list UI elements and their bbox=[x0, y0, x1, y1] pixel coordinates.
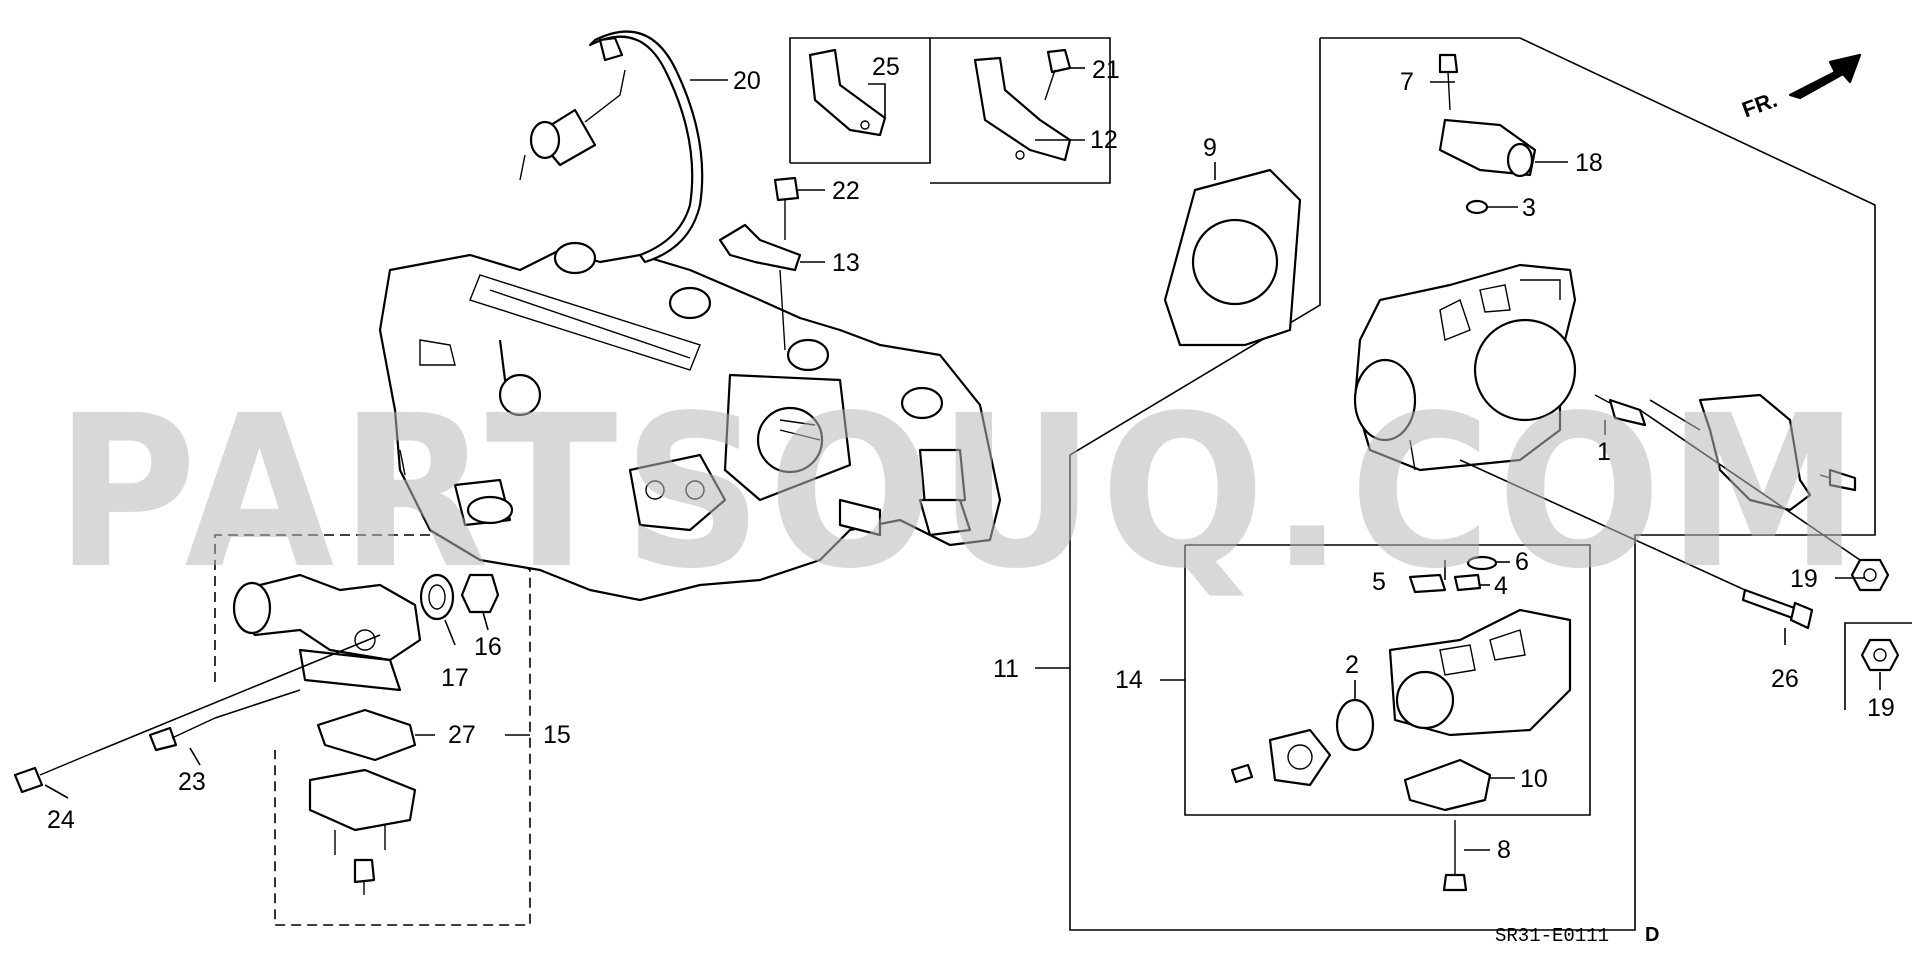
bolt-21 bbox=[1044, 48, 1072, 101]
callout-17[interactable]: 17 bbox=[441, 664, 469, 692]
callout-20[interactable]: 20 bbox=[733, 67, 761, 95]
callout-22[interactable]: 22 bbox=[832, 177, 860, 205]
callout-3[interactable]: 3 bbox=[1522, 194, 1536, 222]
callout-25[interactable]: 25 bbox=[872, 53, 900, 81]
callout-1[interactable]: 1 bbox=[1597, 438, 1611, 466]
callout-9[interactable]: 9 bbox=[1203, 134, 1217, 162]
watermark: PARTSOUQ.COM bbox=[55, 370, 1865, 615]
callout-2[interactable]: 2 bbox=[1345, 651, 1359, 679]
o-ring-3 bbox=[1465, 199, 1489, 215]
bracket-25 bbox=[808, 48, 887, 137]
bracket-12 bbox=[973, 56, 1072, 162]
screw-group-15 bbox=[353, 858, 376, 895]
callout-11[interactable]: 11 bbox=[993, 655, 1019, 683]
iac-valve-14 bbox=[1388, 608, 1572, 737]
sensor-18 bbox=[1438, 118, 1537, 178]
callout-6[interactable]: 6 bbox=[1515, 548, 1529, 576]
bracket-13 bbox=[718, 223, 802, 351]
callout-26[interactable]: 26 bbox=[1771, 665, 1799, 693]
callout-21[interactable]: 21 bbox=[1092, 56, 1120, 84]
gasket-4 bbox=[1453, 573, 1482, 592]
nut-16 bbox=[460, 573, 500, 614]
o-ring-6 bbox=[1466, 555, 1498, 571]
gasket-5 bbox=[1408, 573, 1447, 594]
bolt-24 bbox=[13, 751, 96, 794]
callout-4[interactable]: 4 bbox=[1494, 572, 1508, 600]
bolt-26 bbox=[1741, 588, 1814, 630]
callout-23[interactable]: 23 bbox=[178, 768, 206, 796]
diagram-code-suffix: D bbox=[1645, 924, 1659, 946]
iac-gasket bbox=[1268, 728, 1332, 787]
callout-5[interactable]: 5 bbox=[1372, 568, 1386, 596]
callout-7[interactable]: 7 bbox=[1400, 68, 1414, 96]
throttle-body-1 bbox=[1353, 263, 1577, 472]
screw-1 bbox=[1594, 394, 1647, 427]
callout-19-b[interactable]: 19 bbox=[1867, 694, 1895, 722]
cable-bracket bbox=[1698, 393, 1857, 512]
gasket-27 bbox=[316, 708, 417, 762]
front-direction-arrow: FR. bbox=[1739, 53, 1862, 123]
gasket-17 bbox=[419, 573, 455, 621]
diagram-code: SR31-E0111 bbox=[1495, 925, 1609, 947]
group-box-19b bbox=[1844, 622, 1912, 710]
callout-19-a[interactable]: 19 bbox=[1790, 565, 1818, 593]
bolt-22 bbox=[773, 176, 800, 240]
group-box-11 bbox=[1069, 37, 1876, 931]
o-ring-2 bbox=[1335, 698, 1375, 752]
callout-8[interactable]: 8 bbox=[1497, 836, 1511, 864]
callout-27[interactable]: 27 bbox=[448, 721, 476, 749]
callout-24[interactable]: 24 bbox=[47, 806, 75, 834]
callout-13[interactable]: 13 bbox=[832, 249, 860, 277]
group-box-15 bbox=[214, 534, 531, 926]
nut-19-b bbox=[1860, 638, 1900, 672]
bolt-23 bbox=[148, 717, 216, 752]
gasket-9 bbox=[1163, 168, 1302, 347]
front-direction-label: FR. bbox=[1739, 87, 1781, 123]
callout-12[interactable]: 12 bbox=[1090, 126, 1118, 154]
leader-lines bbox=[44, 67, 1881, 851]
bolt-7 bbox=[1438, 53, 1459, 111]
iac-screw bbox=[1230, 763, 1254, 784]
callout-14[interactable]: 14 bbox=[1115, 666, 1143, 694]
iacv-15 bbox=[232, 573, 422, 692]
callouts: 1 2 3 4 5 6 7 8 9 10 11 12 13 14 15 16 1… bbox=[47, 53, 1895, 864]
callout-16[interactable]: 16 bbox=[474, 633, 502, 661]
bolt-8 bbox=[1442, 820, 1468, 892]
group-box-14 bbox=[1184, 544, 1591, 816]
nut-19-a bbox=[1850, 558, 1890, 592]
intake-manifold bbox=[378, 241, 1002, 602]
vacuum-hose-20 bbox=[588, 30, 704, 264]
group-box-12 bbox=[930, 37, 1111, 184]
callout-15[interactable]: 15 bbox=[543, 721, 571, 749]
pressure-regulator bbox=[519, 69, 626, 181]
bracket-10 bbox=[1403, 758, 1492, 812]
cover-plate bbox=[308, 768, 417, 855]
callout-10[interactable]: 10 bbox=[1520, 765, 1548, 793]
callout-18[interactable]: 18 bbox=[1575, 149, 1603, 177]
